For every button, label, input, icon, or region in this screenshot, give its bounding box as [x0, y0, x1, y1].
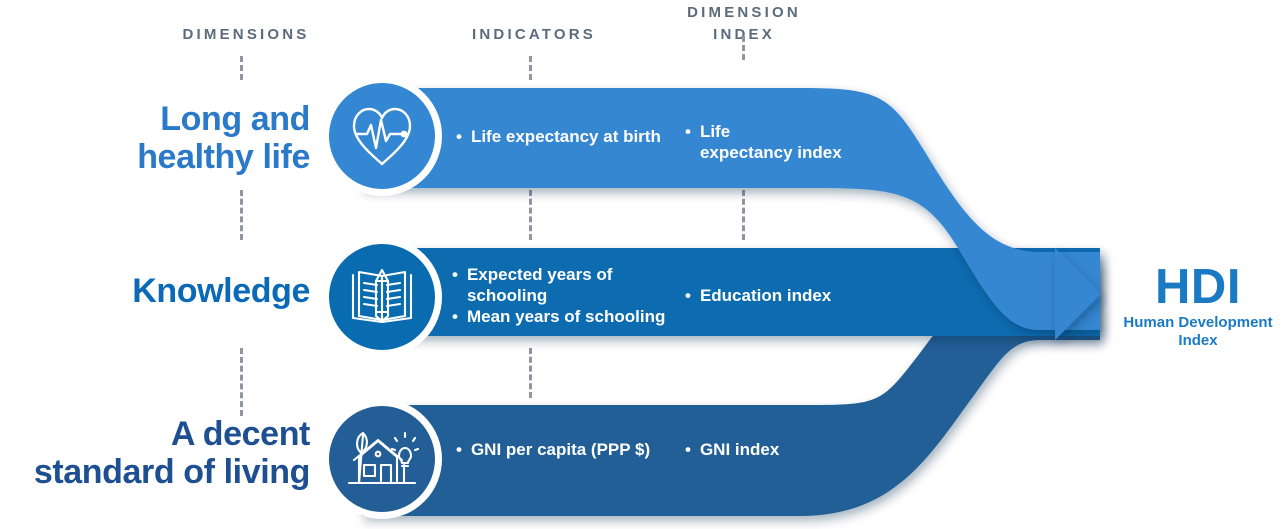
indicator-text: Life expectancy at birth	[470, 127, 661, 146]
column-header-dimension-index: Dimension Index	[687, 4, 801, 43]
dimension-icon-circle-education	[322, 237, 442, 357]
dashed-tick-index-middle	[742, 190, 745, 240]
indicator-list-living: • GNI per capita (PPP $)	[456, 439, 686, 460]
list-item: • GNI per capita (PPP $)	[456, 439, 686, 460]
list-item: • Expected years of schooling	[452, 264, 682, 306]
house-leaf-bulb-icon	[345, 427, 419, 491]
dashed-tick-indicators-lower	[529, 348, 532, 398]
dimension-label-health: Long and healthy life	[137, 100, 310, 176]
list-item: • Life expectancy index	[685, 121, 860, 163]
hdi-acronym: HDI	[1155, 260, 1241, 314]
dimension-label-living: A decent standard of living	[33, 415, 311, 491]
column-header-dimensions: Dimensions	[182, 26, 310, 43]
list-item: • Life expectancy at birth	[456, 126, 686, 147]
dashed-tick-indicators-middle	[529, 190, 532, 240]
dimension-index-text: Life expectancy index	[699, 122, 842, 162]
bullet-icon: •	[452, 265, 458, 284]
list-item: • Mean years of schooling	[452, 306, 682, 327]
bullet-icon: •	[456, 127, 462, 146]
hdi-full-name: Human Development Index	[1123, 314, 1273, 349]
hdi-result: HDI Human Development Index	[1112, 262, 1284, 350]
dimension-index-text: GNI index	[699, 440, 780, 459]
dashed-tick-dimensions-middle	[240, 190, 243, 240]
bullet-icon: •	[685, 440, 691, 459]
dimension-icon-circle-living	[322, 399, 442, 519]
dashed-tick-indicators-top	[529, 56, 532, 80]
band-health	[362, 88, 1100, 330]
band-education	[362, 248, 1100, 336]
indicator-list-education: • Expected years of schooling • Mean yea…	[452, 264, 682, 327]
column-header-indicators: Indicators	[472, 26, 596, 43]
bullet-icon: •	[685, 286, 691, 305]
dashed-tick-dimensions-top	[240, 56, 243, 80]
bullet-icon: •	[452, 307, 458, 326]
dashed-tick-index-top	[742, 36, 745, 60]
list-item: • GNI index	[685, 439, 865, 460]
dimension-index-text: Education index	[699, 286, 832, 305]
dimension-index-living: • GNI index	[685, 439, 865, 460]
indicator-text: Expected years of schooling	[466, 265, 613, 305]
open-book-pencil-icon	[347, 264, 417, 330]
dashed-tick-dimensions-lower	[240, 348, 243, 416]
dimension-icon-circle-health	[322, 76, 442, 196]
dimension-index-education: • Education index	[685, 285, 865, 306]
band-living	[362, 262, 1100, 516]
indicator-list-health: • Life expectancy at birth	[456, 126, 686, 147]
indicator-text: Mean years of schooling	[466, 307, 666, 326]
bullet-icon: •	[685, 122, 691, 141]
dimension-label-knowledge: Knowledge	[132, 272, 310, 310]
heartbeat-icon	[346, 103, 418, 169]
bullet-icon: •	[456, 440, 462, 459]
indicator-text: GNI per capita (PPP $)	[470, 440, 651, 459]
arrow-head	[1055, 248, 1101, 340]
list-item: • Education index	[685, 285, 865, 306]
dimension-index-health: • Life expectancy index	[685, 121, 860, 163]
